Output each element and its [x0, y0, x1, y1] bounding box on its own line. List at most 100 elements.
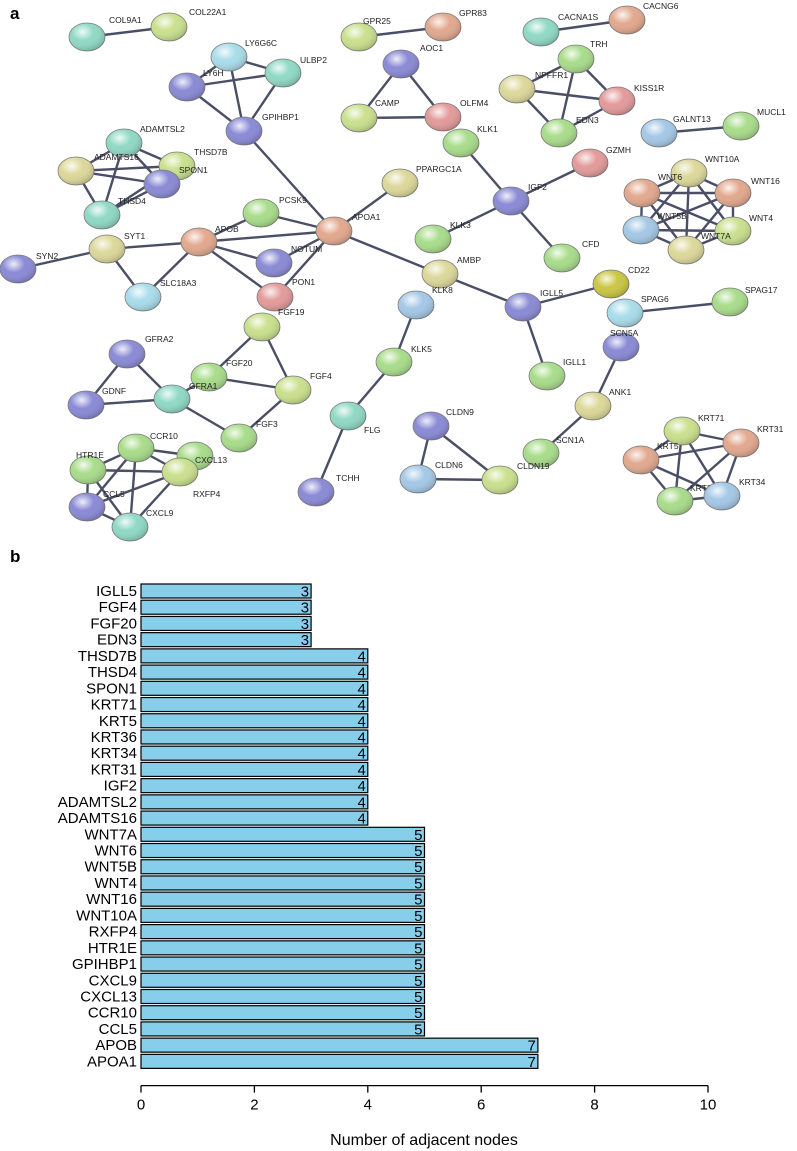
value-label-gpihbp1: 5 [414, 957, 422, 974]
x-tick-label-0: 0 [137, 1097, 145, 1114]
node-label: IGLL5 [540, 288, 563, 298]
category-label-thsd7b: THSD7B [78, 648, 137, 665]
node-label: KRT36 [690, 483, 717, 493]
node-label: CACNA1S [558, 12, 598, 22]
bar-adamtsl2 [140, 794, 369, 810]
node-cd22: CD22 [592, 265, 650, 299]
node-highlight [109, 340, 145, 368]
node-highlight [58, 157, 94, 185]
node-highlight [211, 43, 247, 71]
node-label: SPAG6 [641, 294, 669, 304]
node-klk3: KLK3 [414, 220, 471, 254]
node-label: WNT6 [658, 172, 682, 182]
x-tick-label-2: 2 [250, 1097, 258, 1114]
node-highlight [154, 385, 190, 413]
node-wnt4: WNT4 [714, 213, 773, 246]
node-apoa1: APOA1 [315, 212, 381, 246]
node-label: KLK8 [432, 285, 453, 295]
value-label-cxcl9: 5 [414, 973, 422, 990]
node-label: CCR10 [150, 431, 178, 441]
value-label-rxfp4: 5 [414, 924, 422, 941]
node-syn2: SYN2 [0, 251, 58, 284]
category-label-krt31: KRT31 [91, 761, 137, 778]
node-label: EDN3 [576, 115, 599, 125]
node-label: APOB [215, 224, 239, 234]
node-label: COL22A1 [189, 7, 227, 17]
category-label-wnt16: WNT16 [86, 891, 137, 908]
value-label-wnt16: 5 [414, 892, 422, 909]
node-fgf20: FGF20 [190, 358, 253, 392]
x-tick-label-10: 10 [700, 1097, 717, 1114]
node-label: KRT71 [698, 413, 725, 423]
node-cacna1s: CACNA1S [522, 12, 598, 47]
node-highlight [575, 392, 611, 420]
node-highlight [499, 75, 535, 103]
node-label: CAMP [375, 98, 400, 108]
node-highlight [162, 458, 198, 486]
node-scn5a: SCN5A [602, 328, 640, 362]
node-krt36: KRT36 [656, 483, 717, 516]
node-scn1a: SCN1A [522, 435, 585, 468]
node-highlight [106, 129, 142, 157]
node-label: LY6G6C [245, 38, 277, 48]
category-label-wnt7a: WNT7A [85, 826, 138, 843]
network-nodes: COL9A1COL22A1LY6G6CULBP2LY6HGPIHBP1GPR25… [0, 1, 786, 542]
value-label-apoa1: 7 [528, 1054, 536, 1071]
panel-label-b: b [10, 547, 20, 566]
value-label-krt34: 4 [357, 746, 365, 763]
node-slc18a3: SLC18A3 [124, 278, 197, 312]
node-label: SPON1 [179, 165, 208, 175]
node-label: THSD7B [194, 147, 228, 157]
node-highlight [243, 199, 279, 227]
bar-wnt7a [140, 826, 426, 842]
node-highlight [623, 446, 659, 474]
bar-wnt5b [140, 859, 426, 875]
node-label: APOA1 [352, 212, 381, 222]
value-label-fgf20: 3 [301, 616, 309, 633]
node-ulbp2: ULBP2 [264, 55, 327, 88]
node-igll1: IGLL1 [528, 357, 586, 391]
category-label-wnt5b: WNT5B [85, 859, 138, 876]
category-label-adamts16: ADAMTS16 [58, 810, 137, 827]
x-axis-title: Number of adjacent nodes [330, 1132, 518, 1149]
category-label-igf2: IGF2 [104, 778, 137, 795]
node-highlight [624, 179, 660, 207]
bar-thsd4 [140, 664, 369, 680]
node-notum: NOTUM [255, 244, 322, 278]
node-label: KISS1R [634, 83, 664, 93]
node-highlight [316, 217, 352, 245]
node-highlight [425, 103, 461, 131]
node-highlight [704, 482, 740, 510]
node-label: FGF4 [310, 371, 332, 381]
category-label-krt71: KRT71 [91, 697, 137, 714]
value-label-spon1: 4 [357, 681, 365, 698]
value-label-wnt7a: 5 [414, 827, 422, 844]
bar-rxfp4 [140, 924, 426, 940]
node-cacng6: CACNG6 [608, 1, 679, 35]
bar-ccl5 [140, 1021, 426, 1037]
node-highlight [382, 169, 418, 197]
node-highlight [341, 23, 377, 51]
node-highlight [181, 228, 217, 256]
category-label-gpihbp1: GPIHBP1 [72, 956, 137, 973]
node-label: RXFP4 [193, 489, 221, 499]
x-tick-label-6: 6 [477, 1097, 485, 1114]
node-highlight [0, 255, 36, 283]
node-highlight [226, 117, 262, 145]
network-panel: COL9A1COL22A1LY6G6CULBP2LY6HGPIHBP1GPR25… [0, 1, 786, 542]
node-highlight [376, 348, 412, 376]
node-ank1: ANK1 [574, 387, 631, 421]
node-pcsk9: PCSK9 [242, 195, 307, 228]
node-label: CLDN9 [446, 407, 474, 417]
node-label: HTR1E [76, 450, 104, 460]
category-label-thsd4: THSD4 [88, 664, 137, 681]
edge-apoa1-apob [197, 229, 336, 244]
node-spon1: SPON1 [143, 165, 208, 199]
node-label: KLK1 [477, 124, 498, 134]
bar-igll5 [140, 583, 312, 599]
node-label: KLK3 [450, 220, 471, 230]
node-highlight [712, 288, 748, 316]
node-label: COL9A1 [109, 15, 142, 25]
node-highlight [265, 59, 301, 87]
